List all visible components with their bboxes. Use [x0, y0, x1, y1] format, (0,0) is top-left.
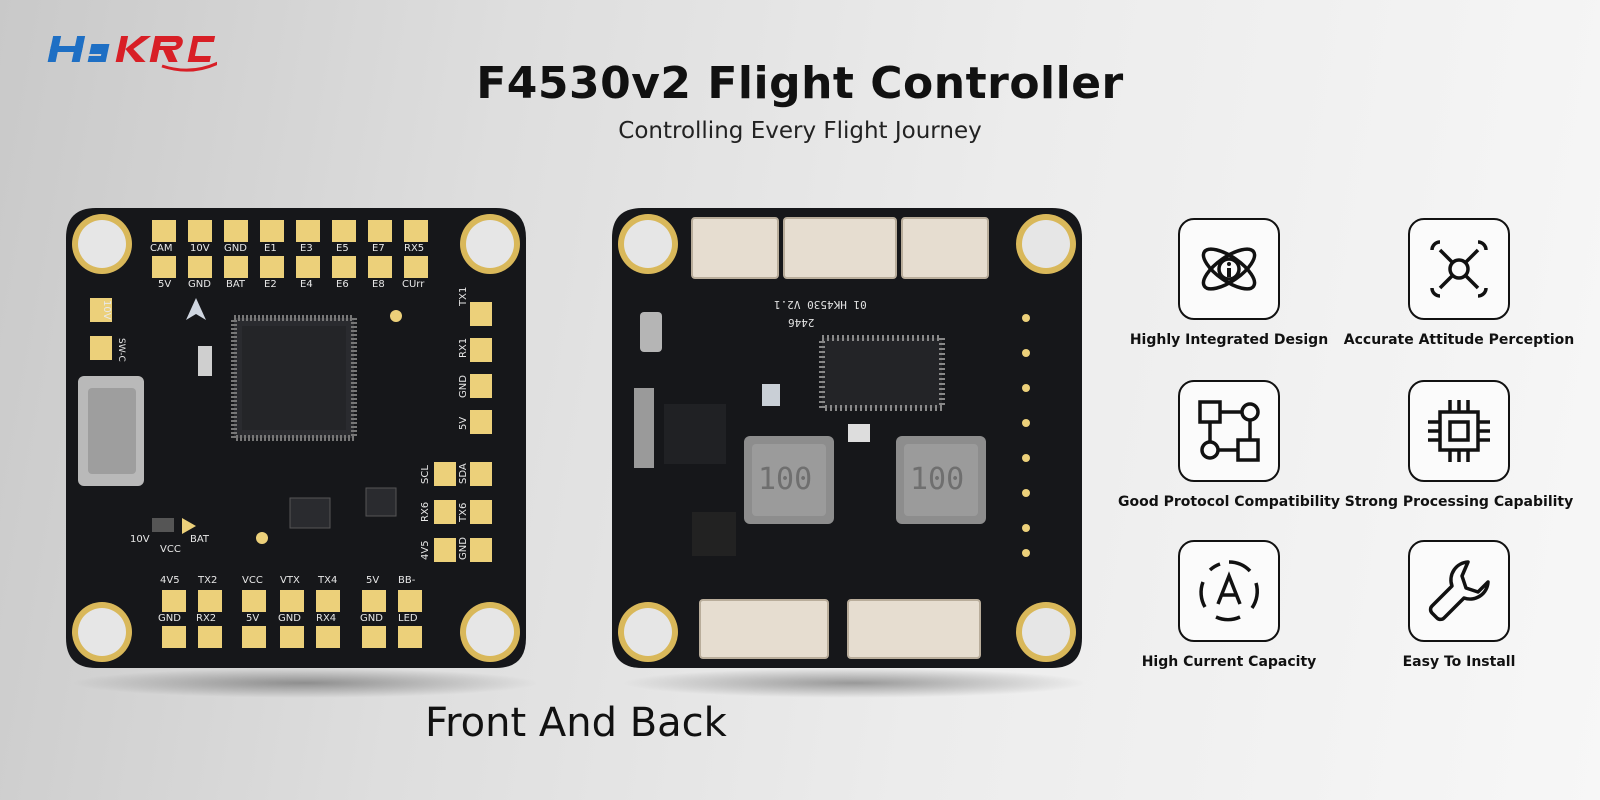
pad-label: RX1	[458, 337, 469, 358]
pad-label: SW-C	[116, 338, 126, 362]
feature-icon-box	[1408, 380, 1510, 482]
pad-label: RX2	[196, 613, 217, 624]
feature-icon-box	[1178, 218, 1280, 320]
pad-label: E8	[372, 279, 385, 290]
feature-label: Easy To Install	[1402, 654, 1516, 670]
pad-label: LED	[398, 613, 418, 624]
board-marking: 01 HK4530 V2.1	[774, 298, 867, 311]
feature-icon-box	[1178, 380, 1280, 482]
feature-highly-integrated: Highly Integrated Design	[1109, 218, 1349, 348]
inductor-right-marking: 100	[910, 462, 965, 497]
pad-label: 5V	[246, 613, 260, 624]
pad-label: E5	[336, 243, 349, 254]
pad-label: TX2	[198, 575, 218, 586]
pad-label: RX4	[316, 613, 337, 624]
wrench-icon	[1428, 560, 1490, 622]
feature-easy-install: Easy To Install	[1339, 540, 1579, 670]
pad-label: GND	[458, 375, 469, 398]
pad-label: BAT	[226, 279, 246, 290]
page-subtitle: Controlling Every Flight Journey	[618, 118, 982, 144]
pad-label: GND	[458, 537, 469, 560]
pad-label: E7	[372, 243, 385, 254]
ampere-icon	[1199, 560, 1259, 622]
pad-label: GND	[278, 613, 301, 624]
pad-label: RX6	[420, 501, 431, 522]
pad-label: CAM	[150, 243, 173, 254]
pad-label: BB-	[398, 575, 416, 586]
pad-label: E2	[264, 279, 277, 290]
pad-label: RX5	[404, 243, 425, 254]
pad-label: 10V	[190, 243, 210, 254]
feature-high-current: High Current Capacity	[1109, 540, 1349, 670]
brand-logo	[47, 36, 217, 72]
page-title: F4530v2 Flight Controller	[476, 58, 1124, 109]
feature-label: Good Protocol Compatibility	[1118, 494, 1340, 510]
pad-label: E1	[264, 243, 277, 254]
front-board-labels: CAM 10V GND E1 E3 E5 E7 RX5 5V GND BAT E…	[66, 208, 526, 668]
pad-label: 10V	[101, 300, 112, 320]
pad-label: E3	[300, 243, 313, 254]
pad-label: GND	[224, 243, 247, 254]
pad-label: 5V	[158, 279, 172, 290]
pad-label: SCL	[420, 465, 431, 484]
back-board-image	[612, 208, 1082, 668]
pad-label: 10V	[130, 534, 150, 545]
drone-icon	[1430, 240, 1488, 298]
pad-label: 4V5	[160, 575, 180, 586]
pad-label: GND	[188, 279, 211, 290]
feature-processing-capability: Strong Processing Capability	[1339, 380, 1579, 510]
feature-protocol-compatibility: Good Protocol Compatibility	[1109, 380, 1349, 510]
board-caption: Front And Back	[425, 700, 727, 746]
pad-label: TX6	[458, 502, 469, 522]
protocol-diagram-icon	[1198, 400, 1260, 462]
cpu-chip-icon	[1428, 400, 1490, 462]
pad-label: VCC	[160, 544, 181, 555]
back-board-shadow	[620, 668, 1090, 698]
feature-label: Accurate Attitude Perception	[1343, 332, 1575, 348]
front-board-shadow	[70, 668, 540, 698]
board-date-code: 2446	[788, 316, 815, 329]
back-board-labels: 01 HK4530 V2.1 2446 100 100	[612, 208, 1082, 668]
pad-label: CUrr	[402, 279, 425, 290]
feature-label: Strong Processing Capability	[1344, 494, 1574, 510]
pad-label: TX1	[458, 286, 469, 306]
pad-label: 5V	[458, 416, 469, 430]
pad-label: VTX	[280, 575, 300, 586]
pad-label: VCC	[242, 575, 263, 586]
pad-label: BAT	[190, 534, 210, 545]
feature-label: High Current Capacity	[1141, 654, 1317, 670]
pad-label: SDA	[458, 463, 469, 484]
feature-icon-box	[1178, 540, 1280, 642]
pad-label: E6	[336, 279, 349, 290]
feature-label: Highly Integrated Design	[1129, 332, 1329, 348]
atom-icon	[1201, 247, 1257, 291]
pad-label: 4V5	[420, 540, 431, 560]
pad-label: GND	[360, 613, 383, 624]
pad-label: GND	[158, 613, 181, 624]
front-board-image	[66, 208, 526, 668]
pad-label: TX4	[318, 575, 338, 586]
feature-attitude-perception: Accurate Attitude Perception	[1339, 218, 1579, 348]
pad-label: E4	[300, 279, 313, 290]
inductor-left-marking: 100	[758, 462, 813, 497]
feature-icon-box	[1408, 540, 1510, 642]
feature-icon-box	[1408, 218, 1510, 320]
pad-label: 5V	[366, 575, 380, 586]
